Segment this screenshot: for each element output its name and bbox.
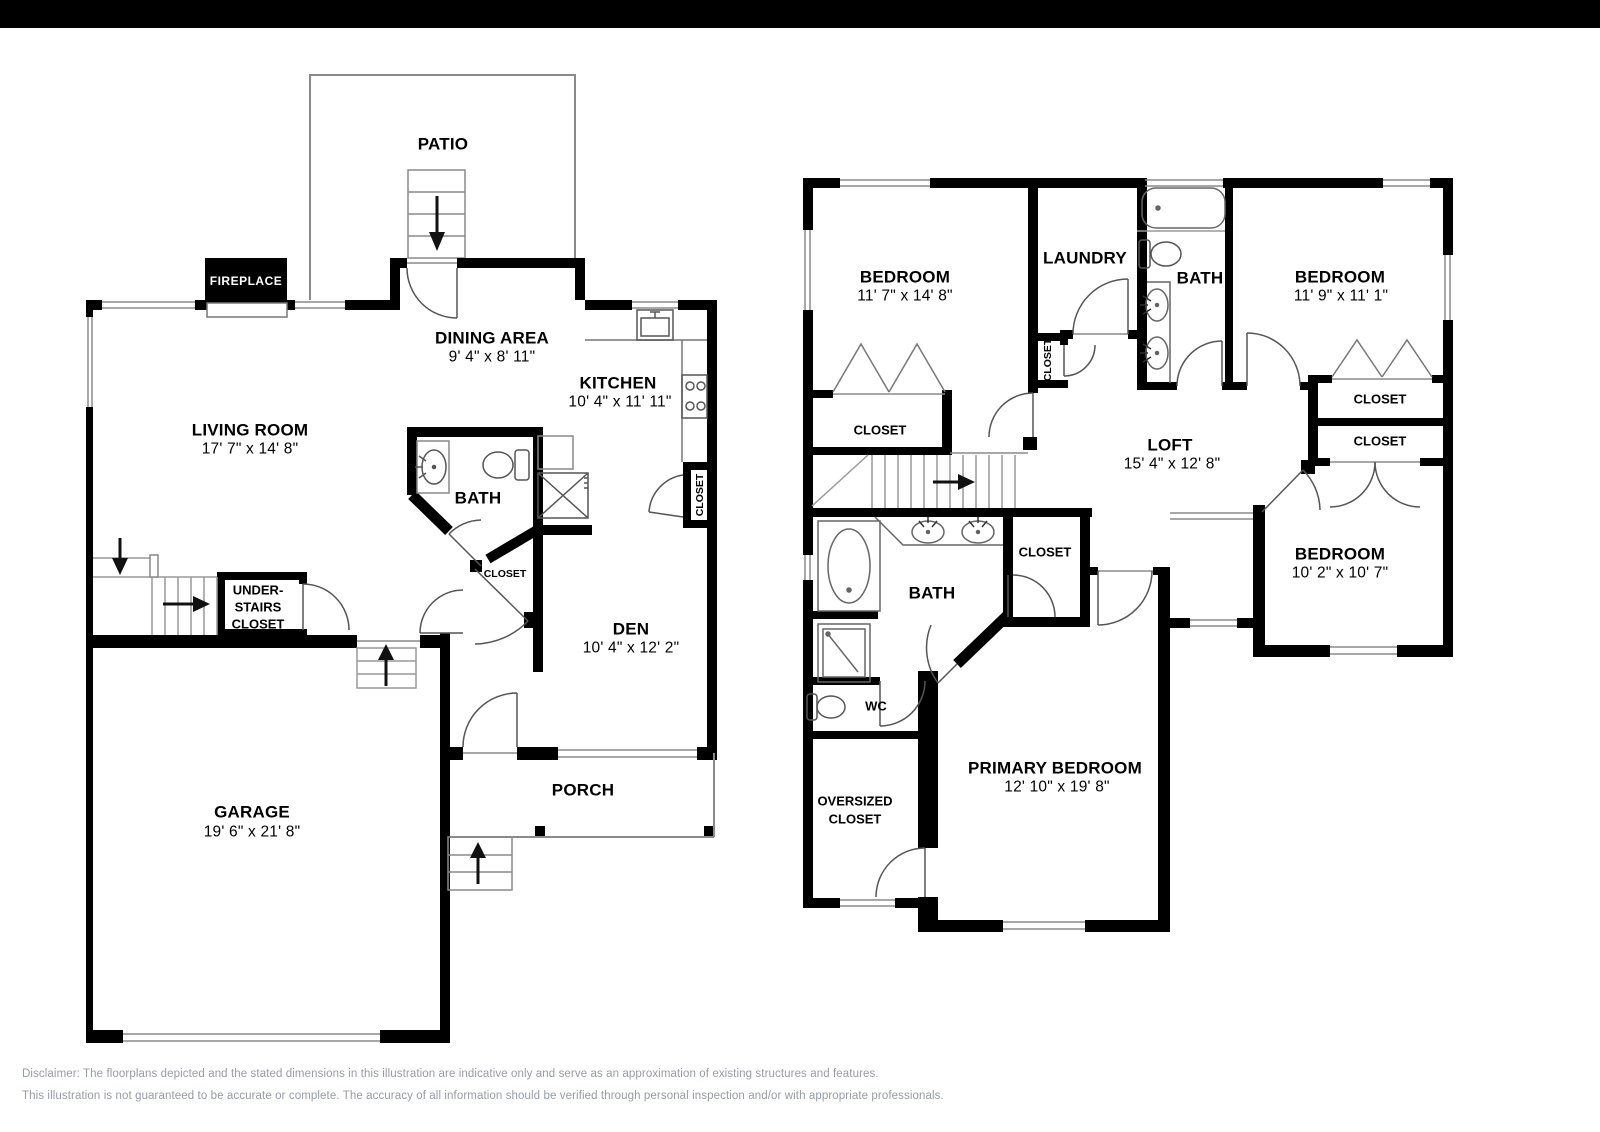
floor1-doors — [302, 267, 684, 748]
label-laundry: LAUNDRY — [1043, 248, 1127, 268]
label-closet-b: CLOSET — [1353, 433, 1407, 449]
floor1-windows — [87, 262, 697, 1042]
floor1-plan — [86, 74, 717, 1043]
label-bedroom1: BEDROOM — [859, 267, 951, 287]
floor2-stairs — [811, 454, 1016, 508]
bathtub-main-icon — [817, 520, 881, 612]
label-closet-bed1: CLOSET — [853, 422, 907, 438]
toilet-top-icon — [1138, 239, 1182, 269]
label-bedroom1-dims: 11' 7" x 14' 8" — [857, 287, 953, 305]
label-loft-dims: 15' 4" x 12' 8" — [1123, 455, 1221, 473]
disclaimer-line-2: This illustration is not guaranteed to b… — [22, 1090, 944, 1102]
label-closet-a: CLOSET — [1353, 391, 1407, 407]
shower-icon — [817, 623, 871, 683]
label-bedroom3: BEDROOM — [1294, 544, 1386, 564]
label-den: DEN — [612, 619, 650, 639]
bath1-toilet-icon — [482, 449, 530, 481]
floor2-plan — [803, 178, 1453, 932]
vanity-main-icon — [874, 516, 1003, 546]
label-living-room: LIVING ROOM — [191, 420, 309, 440]
stove-icon — [681, 374, 708, 419]
fireplace-block — [205, 258, 287, 303]
label-patio: PATIO — [417, 134, 469, 154]
label-bedroom2: BEDROOM — [1294, 267, 1386, 287]
kitchen-sink-icon — [636, 309, 674, 341]
label-fireplace: FIREPLACE — [209, 274, 283, 288]
label-understairs-2: STAIRS — [234, 599, 282, 615]
label-bath1: BATH — [454, 488, 502, 508]
toilet-wc-icon — [806, 693, 846, 721]
bath1-sink-icon — [415, 440, 450, 494]
label-understairs-1: UNDER- — [232, 582, 284, 598]
label-oversized-2: CLOSET — [828, 811, 882, 827]
label-closet-side: CLOSET — [693, 473, 706, 517]
label-bath-main: BATH — [908, 583, 956, 603]
floor2-walls — [803, 178, 1453, 932]
label-kitchen-dims: 10' 4" x 11' 11" — [568, 393, 672, 411]
label-den-dims: 10' 4" x 12' 2" — [582, 639, 680, 657]
label-kitchen: KITCHEN — [579, 373, 657, 393]
label-primary-dims: 12' 10" x 19' 8" — [1004, 778, 1110, 796]
label-garage-dims: 19' 6" x 21' 8" — [203, 823, 301, 841]
stairs-up-arrow-icon — [163, 596, 210, 612]
water-heater-icon — [537, 472, 589, 519]
label-garage: GARAGE — [214, 802, 290, 822]
bathtub-top-icon — [1137, 187, 1226, 232]
label-understairs-3: CLOSET — [231, 616, 285, 632]
label-living-dims: 17' 7" x 14' 8" — [201, 440, 299, 458]
label-closet-hall1: CLOSET — [483, 567, 527, 580]
label-dining: DINING AREA — [435, 328, 549, 348]
floor2-windows — [804, 179, 1451, 930]
floor2-doors — [832, 278, 1433, 898]
label-bedroom2-dims: 11' 9" x 11' 1" — [1293, 287, 1389, 305]
fireplace-hearth — [206, 302, 288, 318]
label-closet-hall2: CLOSET — [1018, 544, 1072, 560]
patio-outline — [309, 74, 576, 300]
label-porch: PORCH — [551, 780, 615, 800]
garage-steps-up-arrow-icon — [378, 644, 394, 686]
label-loft: LOFT — [1147, 435, 1193, 455]
label-primary: PRIMARY BEDROOM — [968, 758, 1142, 778]
label-closet-small: CLOSET — [1041, 338, 1054, 382]
refrigerator-icon — [537, 435, 574, 470]
floor2-diagonal-walls — [953, 611, 1012, 668]
porch-outline — [447, 753, 715, 891]
disclaimer-line-1: Disclaimer: The floorplans depicted and … — [22, 1068, 879, 1080]
label-bath-top: BATH — [1176, 268, 1224, 288]
label-dining-dims: 9' 4" x 8' 11" — [448, 348, 536, 366]
floor1-stairs — [93, 554, 218, 635]
label-wc: WC — [865, 698, 887, 714]
patio-stairs-down-arrow-icon — [429, 196, 445, 251]
label-bedroom3-dims: 10' 2" x 10' 7" — [1291, 564, 1389, 582]
label-oversized-1: OVERSIZED — [817, 793, 893, 809]
floor2-stairs-arrow-icon — [933, 474, 975, 490]
top-black-bar — [0, 0, 1600, 28]
porch-steps-up-arrow-icon — [470, 842, 486, 884]
vanity-top-icon — [1140, 281, 1171, 383]
stairs-down-arrow-icon — [112, 538, 128, 575]
